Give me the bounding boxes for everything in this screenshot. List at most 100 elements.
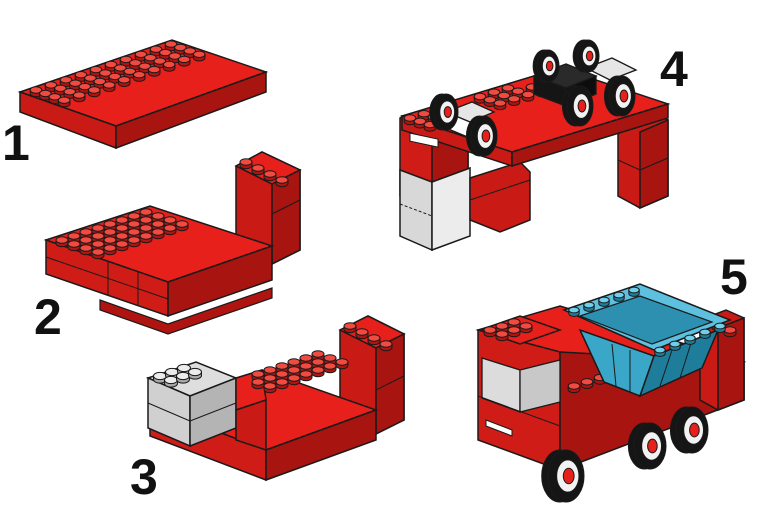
wheel-icon: [627, 422, 667, 470]
stud: [723, 326, 737, 338]
step3-base: [145, 315, 406, 482]
stud: [699, 328, 711, 339]
stud: [684, 334, 696, 345]
wheel-icon: [465, 115, 498, 157]
stud: [175, 220, 189, 232]
stud: [69, 79, 82, 91]
stud: [102, 81, 116, 93]
stud: [57, 96, 71, 108]
stud: [72, 91, 86, 103]
stud: [493, 99, 507, 111]
stud: [355, 328, 369, 340]
stud: [367, 334, 381, 346]
stud: [251, 164, 265, 176]
stud: [583, 301, 595, 312]
wheel-icon: [561, 85, 594, 127]
stud: [115, 240, 129, 252]
stud: [39, 89, 52, 101]
stud: [403, 114, 417, 126]
stud: [59, 76, 73, 87]
stud: [163, 224, 177, 236]
step-number-3: 3: [130, 449, 158, 505]
stud: [669, 340, 681, 351]
stud: [54, 84, 67, 96]
stud: [164, 375, 178, 388]
stud: [63, 88, 77, 99]
stud: [93, 77, 107, 89]
stud: [495, 330, 509, 342]
stud: [567, 382, 581, 394]
stud: [89, 65, 103, 77]
wheel-icon: [532, 49, 560, 83]
step-number-4: 4: [660, 41, 688, 97]
stud: [192, 50, 206, 62]
stud: [275, 378, 289, 390]
stud: [132, 71, 146, 82]
step3-studs: [251, 322, 393, 394]
stud: [519, 322, 533, 334]
stud: [87, 86, 101, 98]
stud: [78, 82, 92, 94]
stud: [147, 65, 161, 77]
stud: [239, 158, 253, 170]
stud: [176, 371, 190, 384]
stud: [417, 110, 431, 121]
stud: [343, 322, 357, 334]
tipper-bucket: [561, 283, 733, 398]
stud: [413, 117, 427, 129]
stud: [177, 55, 191, 67]
stud: [84, 74, 97, 86]
stud: [580, 378, 594, 389]
stud: [507, 95, 521, 106]
stud: [275, 176, 289, 188]
stud: [134, 50, 148, 62]
stud: [103, 244, 117, 256]
stud: [139, 232, 153, 244]
stud: [323, 362, 337, 374]
wheel-icon: [669, 406, 709, 454]
step4-chassis: [399, 39, 671, 252]
stud: [74, 71, 88, 82]
step-number-1: 1: [2, 115, 30, 171]
stud: [153, 371, 167, 384]
stud: [379, 340, 393, 352]
wheel-icon: [541, 449, 585, 503]
stud: [483, 326, 497, 338]
stud: [654, 346, 666, 357]
stud: [299, 370, 313, 382]
step-number-2: 2: [34, 289, 62, 345]
stud: [123, 67, 137, 79]
stud: [79, 244, 93, 256]
stud: [287, 374, 301, 386]
stud: [91, 248, 105, 260]
stud: [159, 48, 172, 60]
stud: [108, 72, 122, 84]
stud: [335, 358, 349, 370]
step5-truck: [475, 283, 747, 503]
stud: [144, 54, 157, 65]
stud: [263, 382, 277, 394]
step1-plate: [17, 39, 269, 150]
stud: [311, 366, 325, 378]
wheel-icon: [429, 93, 459, 131]
step3-grey-studs: [153, 363, 202, 388]
stud: [598, 296, 610, 307]
stud: [251, 378, 265, 390]
stud: [44, 81, 58, 93]
stud: [127, 236, 141, 248]
stud: [613, 291, 625, 302]
stud: [117, 76, 131, 87]
stud: [174, 43, 187, 55]
stud: [521, 90, 535, 102]
step1-studs: [29, 40, 206, 108]
stud: [151, 228, 165, 240]
stud: [48, 93, 62, 104]
stud: [162, 60, 176, 72]
step-number-5: 5: [720, 249, 748, 305]
stud: [67, 240, 81, 252]
stud: [473, 92, 487, 104]
stud: [104, 60, 118, 72]
stud: [628, 286, 640, 297]
